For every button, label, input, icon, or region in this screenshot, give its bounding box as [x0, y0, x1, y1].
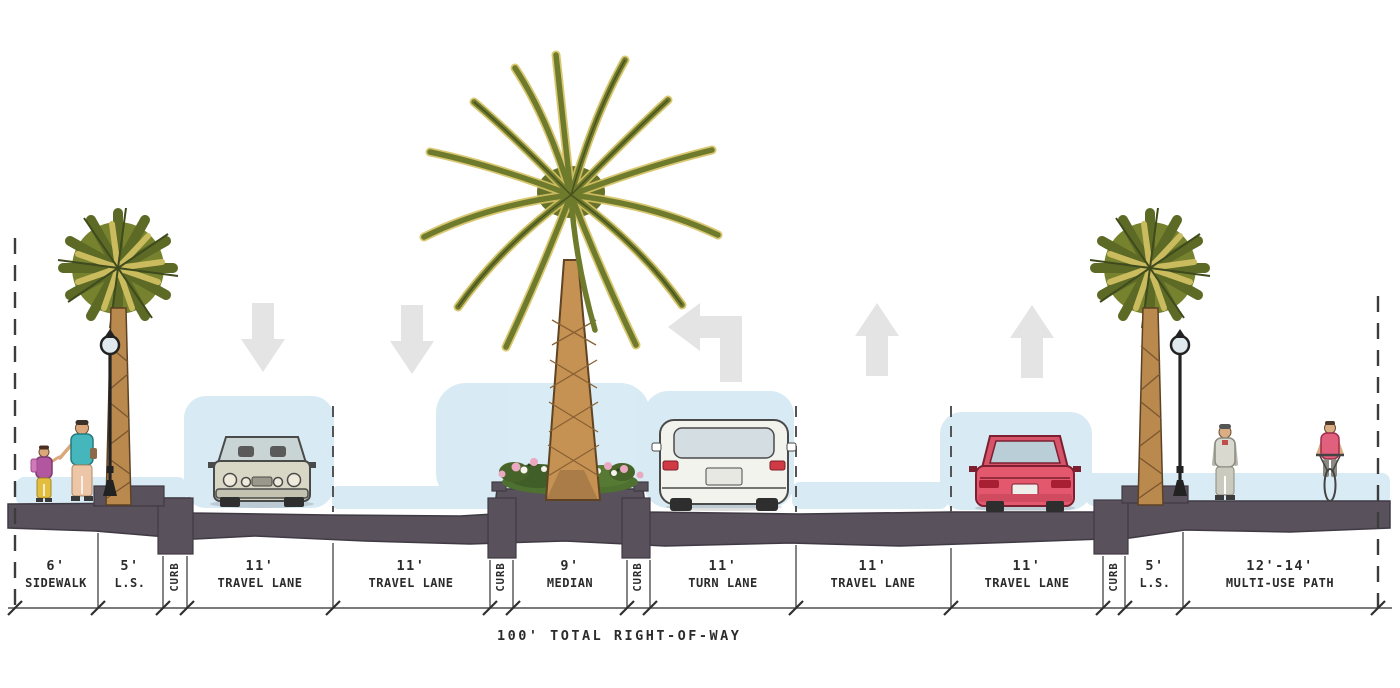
street-lamp-right: [1169, 327, 1191, 498]
pedestrian-right: [1212, 424, 1238, 500]
left-turn-arrow-icon: [668, 303, 742, 382]
down-arrow-icon: [390, 305, 434, 374]
down-arrow-icon: [241, 303, 285, 372]
pavement-section: [7, 481, 1391, 559]
pedestrian-adult: [58, 420, 97, 501]
cyclist: [1316, 421, 1344, 502]
palm-tree-right: [1090, 208, 1210, 505]
red-sedan-rear-view: [969, 435, 1081, 512]
curb-block: [487, 497, 517, 559]
suv-rear-view: [651, 419, 797, 511]
dimension-ticks: [7, 600, 1386, 616]
pedestrian-child: [30, 445, 61, 502]
sedan-front-view: [208, 436, 316, 508]
up-arrow-icon: [1010, 305, 1054, 378]
curb-block: [1093, 499, 1129, 555]
row-boundary-lines: [13, 238, 1380, 608]
curb-block: [621, 497, 651, 559]
dimension-lines: [8, 532, 1392, 609]
traffic-arrows: [241, 303, 1054, 382]
up-arrow-icon: [855, 303, 899, 376]
lane-dashes: [332, 406, 952, 512]
palm-tree-center: [419, 50, 723, 501]
curb-block: [157, 497, 194, 555]
median-edge: [491, 481, 507, 492]
median-edge: [633, 481, 649, 492]
